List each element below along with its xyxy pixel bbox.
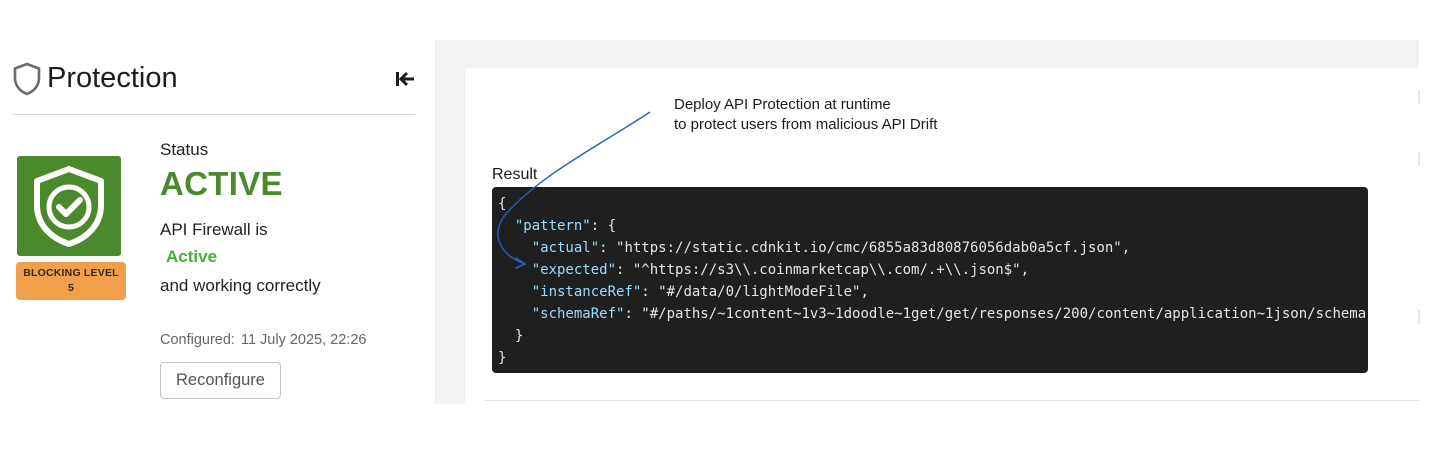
- code-value: : "#/paths/~1content~1v3~1doodle~1get/ge…: [624, 306, 1368, 322]
- code-token: }: [514, 328, 524, 344]
- code-value: : "#/data/0/lightModeFile",: [641, 284, 869, 300]
- status-shield-badge: [17, 156, 121, 256]
- collapse-sidebar-icon[interactable]: [395, 70, 415, 88]
- protection-panel: Protection: [12, 52, 415, 412]
- status-value: ACTIVE: [160, 165, 283, 202]
- annotation-line1: Deploy API Protection at runtime: [674, 96, 891, 113]
- code-line: "actual": "https://static.cdnkit.io/cmc/…: [498, 237, 1368, 259]
- card-edge-mark: [1418, 90, 1420, 104]
- code-line: "pattern": {: [498, 215, 1368, 237]
- blocking-level-value: 5: [67, 282, 75, 294]
- blocking-level-badge: BLOCKING LEVEL 5: [16, 262, 126, 300]
- card-edge-mark: [1418, 152, 1420, 166]
- code-value: : "https://static.cdnkit.io/cmc/6855a83d…: [599, 240, 1131, 256]
- code-token: {: [498, 196, 507, 212]
- code-line: "schemaRef": "#/paths/~1content~1v3~1doo…: [498, 303, 1368, 325]
- result-code-block[interactable]: { "pattern": { "actual": "https://static…: [492, 187, 1368, 373]
- firewall-state: Active: [166, 247, 218, 266]
- blocking-level-label: BLOCKING LEVEL: [23, 267, 119, 279]
- code-token: }: [498, 350, 507, 366]
- code-value: : "^https://s3\\.coinmarketcap\\.com/.+\…: [616, 262, 1030, 278]
- shield-outline-icon: [13, 62, 41, 96]
- card-edge-mark: [1418, 310, 1420, 324]
- code-line: }: [498, 347, 1368, 369]
- annotation-line2: to protect users from malicious API Drif…: [674, 116, 938, 133]
- configured-value: 11 July 2025, 22:26: [240, 332, 367, 348]
- configured-info: Configured: 11 July 2025, 22:26: [160, 332, 366, 348]
- status-label: Status: [160, 140, 209, 159]
- configured-label: Configured:: [160, 332, 235, 348]
- page-title: Protection: [47, 62, 178, 94]
- code-key: "instanceRef": [531, 284, 642, 300]
- code-line: {: [498, 193, 1368, 215]
- code-key: "actual": [531, 240, 600, 256]
- panel-header: Protection: [12, 60, 415, 110]
- code-key: "expected": [531, 262, 617, 278]
- code-key: "schemaRef": [531, 306, 625, 322]
- firewall-text-line3: and working correctly: [160, 276, 321, 295]
- annotation-note: Deploy API Protection at runtime to prot…: [674, 95, 937, 135]
- header-divider: [12, 114, 415, 115]
- firewall-text-line1: API Firewall is: [160, 220, 268, 239]
- reconfigure-button[interactable]: Reconfigure: [160, 362, 281, 399]
- shield-check-icon: [34, 166, 104, 247]
- code-key: "pattern": [514, 218, 591, 234]
- result-label: Result: [492, 166, 538, 183]
- code-token: : {: [590, 218, 617, 234]
- card-divider: [485, 400, 1419, 401]
- code-line: }: [498, 325, 1368, 347]
- code-line: "expected": "^https://s3\\.coinmarketcap…: [498, 259, 1368, 281]
- code-line: "instanceRef": "#/data/0/lightModeFile",: [498, 281, 1368, 303]
